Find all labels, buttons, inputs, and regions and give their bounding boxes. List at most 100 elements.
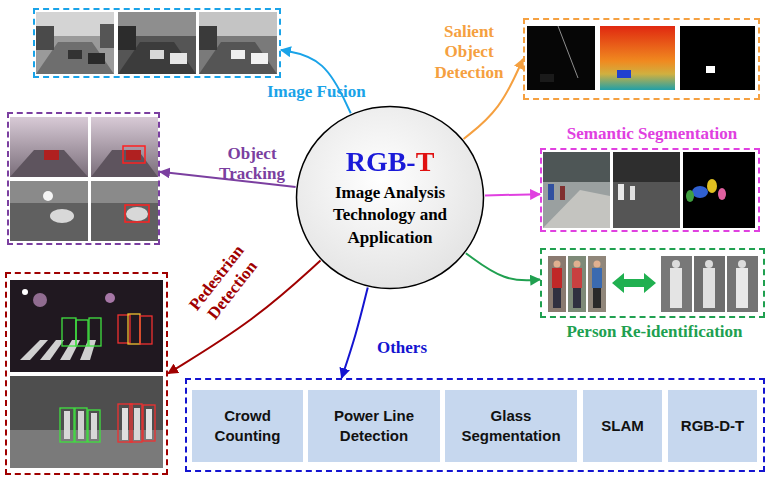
reid-images-part: [670, 268, 682, 308]
fusion-images-part: [251, 53, 268, 64]
reid-images-part: [672, 260, 680, 268]
tracking-images-part: [50, 209, 74, 223]
pedestrian-images-part: [146, 409, 152, 439]
panel-heading: Semantic Segmentation: [537, 124, 767, 144]
fusion-images-part: [170, 53, 187, 64]
pedestrian-images-part: [10, 280, 163, 372]
saliency-images: [527, 26, 755, 90]
reid-images-part: [594, 261, 601, 268]
pedestrian-images-part: [60, 408, 74, 442]
image-panel: Salient Object Detection: [523, 18, 760, 100]
hub-ellipse: RGB-TImage Analysis Technology and Appli…: [295, 105, 485, 290]
reid-images-part: [593, 288, 601, 308]
tracking-images: [10, 117, 158, 241]
saliency-images-part: [600, 26, 675, 90]
fusion-images-part: [100, 24, 114, 48]
pedestrian-images-part: [105, 293, 115, 303]
segmentation-images-part: [618, 184, 624, 200]
reid-images-part: [705, 260, 713, 268]
tracking-images-part: [43, 191, 53, 201]
reid-images-part: [738, 260, 746, 268]
image-panel: Image Fusion: [33, 8, 281, 78]
reid-images-part: [592, 268, 602, 288]
reid-images-part: [727, 256, 758, 312]
tracking-images-part: [10, 181, 88, 241]
connector-arrow: [168, 261, 321, 374]
fusion-images-part: [68, 50, 82, 59]
connector-arrow: [485, 194, 540, 195]
pedestrian-images-part: [33, 293, 47, 307]
fusion-images: [36, 12, 277, 74]
segmentation-images-part: [683, 152, 755, 228]
pedestrian-images-part: [88, 410, 100, 442]
fusion-images-part: [231, 50, 245, 59]
segmentation-images-part: [686, 190, 694, 202]
segmentation-images-part: [630, 186, 635, 200]
method-box: Glass Segmentation: [445, 390, 577, 462]
hub-ellipse-shape: [297, 107, 484, 289]
pedestrian-images-part: [76, 320, 88, 346]
segmentation-images: [543, 152, 755, 228]
tracking-images-part: [91, 117, 158, 177]
pedestrian-images-part: [130, 404, 142, 442]
reid-images-part: [703, 268, 715, 308]
method-label: SLAM: [597, 416, 648, 436]
pedestrian-images-part: [22, 289, 28, 295]
reid-images-part: [548, 256, 566, 312]
reid-images: [548, 256, 758, 312]
fusion-images-part: [36, 12, 114, 74]
segmentation-images-part: [707, 179, 717, 193]
reid-images-part: [554, 261, 561, 268]
connector-arrow: [464, 59, 523, 139]
tracking-images-part: [91, 181, 158, 241]
image-panel: Object Tracking: [7, 112, 160, 245]
pedestrian-images-part: [89, 318, 101, 346]
segmentation-images-part: [543, 152, 610, 228]
tracking-images-part: [126, 150, 141, 160]
pedestrian-images-part: [40, 340, 64, 360]
method-box: RGB-D-T: [668, 390, 757, 462]
panel-heading: Pedestrian Detection: [175, 228, 275, 340]
segmentation-images-part: [548, 184, 554, 200]
reid-images-part: [612, 273, 656, 293]
others-panel: OthersCrowd CountingPower Line Detection…: [185, 378, 765, 472]
tracking-images-part: [91, 181, 158, 203]
method-box: SLAM: [583, 390, 662, 462]
reid-images-part: [736, 268, 748, 308]
panel-heading: Person Re-identification: [537, 322, 772, 342]
fusion-images-part: [36, 26, 54, 50]
segmentation-images-part: [613, 152, 680, 228]
reid-images-part: [574, 261, 581, 268]
tracking-images-part: [10, 181, 88, 203]
method-label: Power Line Detection: [308, 406, 440, 447]
saliency-images-part: [617, 70, 631, 78]
reid-images-part: [572, 268, 582, 288]
method-label: Glass Segmentation: [445, 406, 577, 447]
image-panel: Semantic Segmentation: [540, 148, 760, 232]
pedestrian-images-part: [64, 411, 70, 439]
pedestrian-images-part: [128, 314, 140, 344]
image-panel: Pedestrian Detection: [5, 272, 168, 475]
reid-images-part: [552, 268, 562, 288]
segmentation-images-part: [560, 186, 565, 200]
segmentation-images-part: [613, 152, 680, 182]
fusion-images-part: [118, 12, 196, 74]
image-panel: Person Re-identification: [540, 248, 765, 318]
pedestrian-images: [10, 280, 163, 468]
tracking-images-part: [10, 150, 88, 177]
segmentation-images-part: [543, 152, 610, 182]
saliency-images-part: [558, 26, 578, 78]
fusion-images-part: [199, 26, 217, 50]
pedestrian-images-part: [62, 318, 76, 346]
method-box: Crowd Counting: [192, 390, 303, 462]
pedestrian-images-part: [134, 408, 140, 440]
segmentation-images-part: [718, 188, 726, 200]
tracking-images-part: [123, 146, 145, 163]
tracking-images-part: [44, 150, 59, 160]
fusion-images-part: [150, 50, 164, 59]
fusion-images-part: [199, 12, 277, 74]
pedestrian-images-part: [60, 340, 80, 360]
segmentation-images-part: [692, 186, 708, 198]
